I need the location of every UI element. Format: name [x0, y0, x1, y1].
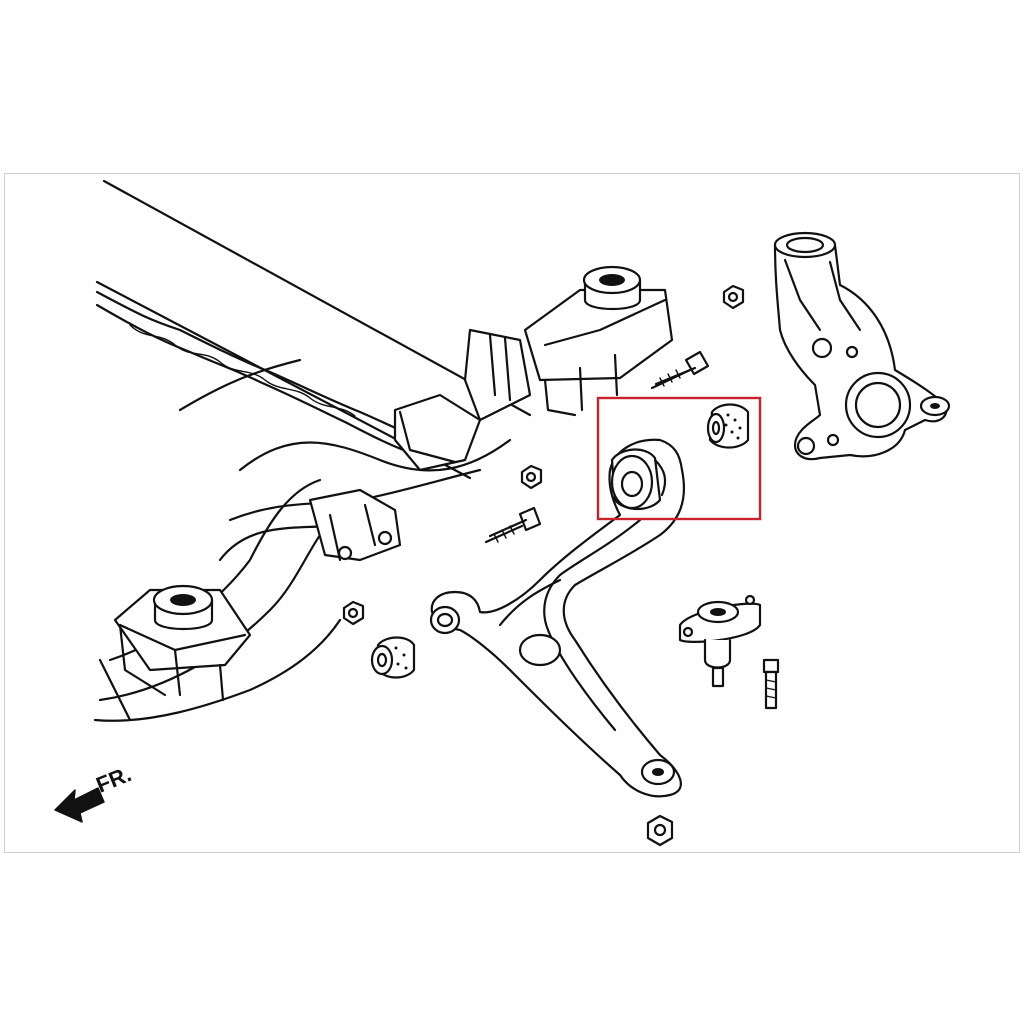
flange-nut-bottom [646, 814, 674, 847]
bolt-vertical [762, 658, 780, 710]
flange-nut-middle [520, 464, 543, 490]
front-subframe-mount-bushing [113, 584, 252, 702]
arrow-left-icon [54, 787, 105, 823]
diagram-frame [4, 173, 1020, 853]
ball-joint [678, 594, 762, 688]
subframe-crossmember [93, 179, 532, 722]
flange-nut-upper [722, 284, 745, 310]
highlight-box [596, 396, 762, 521]
flange-nut-left [342, 600, 365, 626]
front-direction-label: FR. [93, 761, 135, 797]
rear-control-arm-bushing [370, 636, 416, 679]
steering-knuckle [773, 231, 951, 461]
bolt-middle [484, 506, 542, 544]
rear-subframe-mount-bushing [523, 265, 674, 417]
bolt-upper [650, 350, 710, 390]
front-control-arm-bushing [610, 448, 667, 511]
front-direction-indicator: FR. [54, 761, 135, 823]
lower-control-arm [429, 438, 686, 798]
replacement-bushing [706, 403, 750, 449]
